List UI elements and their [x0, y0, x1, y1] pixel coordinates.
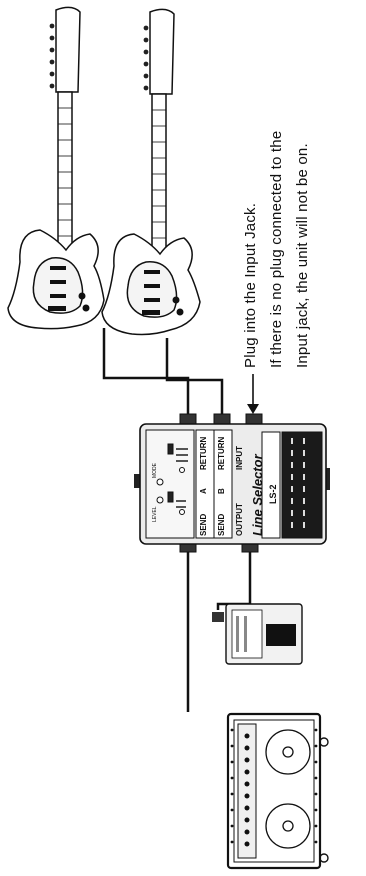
guitar-left-neck [57, 91, 73, 263]
cable-guitar1-to-return-a [102, 328, 190, 418]
label-send-a: SEND [199, 514, 208, 536]
electric-guitar-right [101, 8, 201, 336]
amp-speakers [265, 729, 311, 849]
label-send-b: SEND [217, 514, 226, 536]
pedal-model: LS-2 [268, 484, 278, 504]
label-return-b: RETURN [217, 436, 226, 470]
guitar-amplifier [226, 712, 329, 870]
callout-line-1: Plug into the Input Jack. [242, 202, 259, 368]
label-mode: MODE [152, 462, 158, 478]
line-selector-pedal: SEND A RETURN SEND B RETURN OUTPUT INPUT… [134, 413, 330, 553]
guitar-right-pickguard [126, 261, 178, 318]
guitar-left-pickguard [32, 257, 84, 314]
guitar-right-headstock [149, 8, 175, 95]
guitar-left-headstock [55, 6, 81, 93]
callout-line-2: If there is no plug connected to the [268, 130, 285, 368]
cables [102, 328, 252, 712]
cable-guitar2-to-return-b [165, 338, 224, 418]
pedal-name: Line Selector [250, 453, 265, 536]
label-a: A [199, 488, 208, 494]
pedal-knobs [156, 443, 185, 515]
label-level: LEVEL [152, 506, 158, 522]
input-jack-callout: Plug into the Input Jack. If there is no… [210, 0, 311, 575]
electric-guitar-left [7, 6, 105, 330]
guitar-left-tuners [49, 23, 55, 89]
guitar-right-neck [151, 93, 167, 265]
amp-rivets [230, 728, 318, 844]
callout-line-3: Input jack, the unit will not be on. [294, 143, 311, 368]
label-return-a: RETURN [199, 436, 208, 470]
tuner-pedal [212, 603, 303, 665]
guitar-right-tuners [143, 25, 149, 91]
input-arrow-icon [247, 384, 259, 414]
pedal-jacks-top [179, 413, 263, 427]
pedal-labels: SEND A RETURN SEND B RETURN OUTPUT INPUT… [152, 436, 278, 536]
label-output: OUTPUT [235, 503, 244, 536]
label-b: B [217, 488, 226, 494]
tuner-footswitch [266, 624, 296, 646]
amp-control-panel [237, 723, 257, 859]
pedal-switch-area [281, 431, 323, 539]
amp-knobs [244, 733, 250, 847]
label-input: INPUT [235, 446, 244, 470]
